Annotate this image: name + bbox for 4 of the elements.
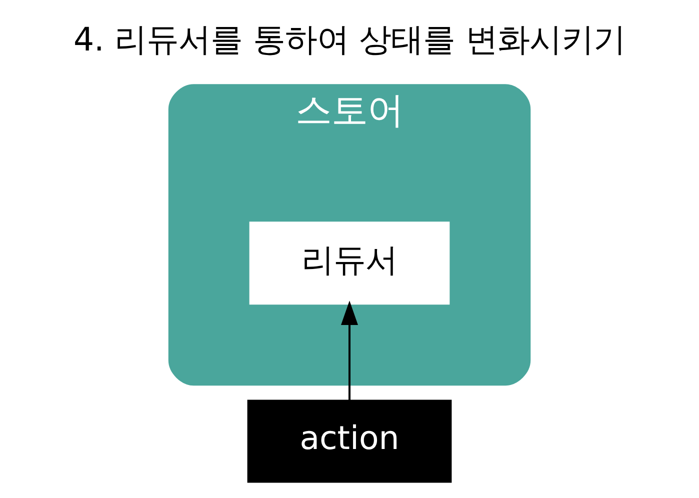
node-box: action [247,400,452,483]
diagram-title: 4. 리듀서를 통하여 상태를 변화시키기 [73,20,626,58]
arrow [340,300,358,401]
node-box: 리듀서 [249,222,450,305]
